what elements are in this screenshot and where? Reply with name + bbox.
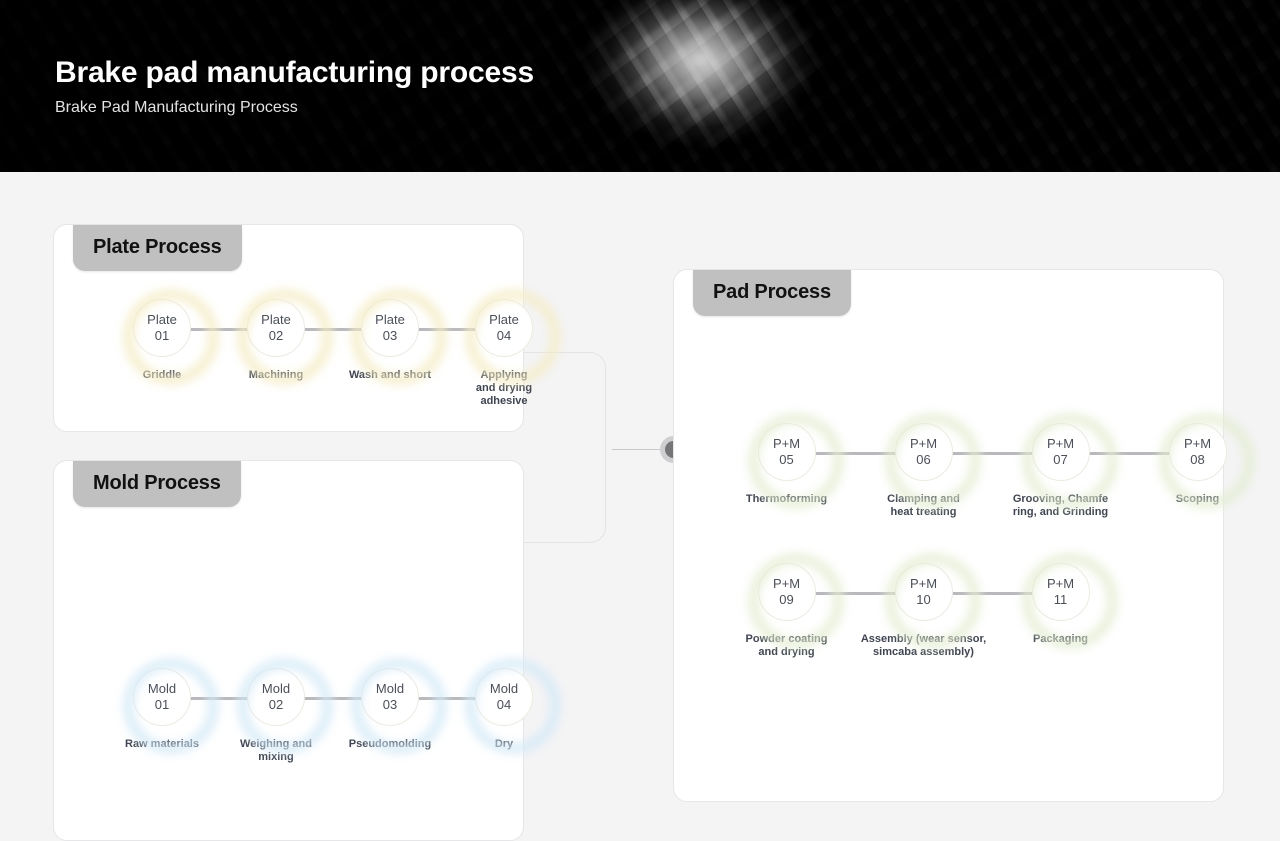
card-plate-process-header: Plate Process	[73, 225, 242, 271]
flow-node-circle: P+M 10	[894, 563, 953, 621]
flow-node-code-prefix: Mold	[489, 681, 519, 696]
flow-node-circle: P+M 11	[1031, 563, 1090, 621]
flow-node-pad-08[interactable]: P+M 08 Scoping	[1061, 423, 1266, 519]
flow-node-code-number: 10	[916, 592, 931, 607]
flow-node-code-number: 09	[779, 592, 794, 607]
flow-node-circle: Plate 04	[475, 299, 533, 357]
flow-node-code-prefix: P+M	[909, 436, 938, 451]
flow-node-circle: P+M 06	[894, 423, 953, 481]
flow-node-circle: P+M 09	[757, 563, 816, 621]
flow-node-pad-10[interactable]: P+M 10 Assembly (wear sensor, simcaba as…	[787, 563, 992, 659]
flow-node-circle: P+M 05	[757, 423, 816, 481]
header-scrim	[0, 0, 1280, 172]
flow-node-code-prefix: P+M	[772, 436, 801, 451]
flow-node-code-prefix: Plate	[375, 312, 405, 327]
flow-node-code-number: 01	[154, 697, 170, 712]
flow-node-circle: P+M 08	[1168, 423, 1227, 481]
flow-node-code-prefix: Mold	[375, 681, 405, 696]
header-text-block: Brake pad manufacturing process Brake Pa…	[55, 54, 534, 118]
card-mold-process[interactable]: Mold Process Mold 01 Raw materials Mold …	[53, 460, 533, 841]
diagram-canvas: Plate Process Plate 01 Griddle Plate 02 …	[0, 172, 1280, 841]
flow-node-code-number: 02	[268, 328, 284, 343]
flow-node-code-prefix: Plate	[261, 312, 291, 327]
flow-node-code-prefix: P+M	[1046, 576, 1075, 591]
flow-node-circle: Mold 01	[133, 668, 191, 726]
flow-node-plate-03[interactable]: Plate 03 Wash and short	[276, 299, 447, 408]
flow-node-code-prefix: Plate	[489, 312, 519, 327]
flow-node-plate-02[interactable]: Plate 02 Machining	[162, 299, 333, 408]
flow-node-pad-11[interactable]: P+M 11 Packaging	[924, 563, 1129, 659]
flow-node-code-number: 11	[1053, 592, 1068, 607]
card-pad-process-title: Pad Process	[713, 281, 831, 303]
card-pad-process[interactable]: Pad Process P+M 05 Thermoforming P+M 06 …	[673, 269, 1227, 802]
flow-node-circle: Plate 02	[247, 299, 305, 357]
flow-node-pad-05[interactable]: P+M 05 Thermoforming	[718, 423, 855, 519]
page-header: Brake pad manufacturing process Brake Pa…	[0, 0, 1280, 172]
flow-node-code-number: 06	[916, 452, 931, 467]
flow-node-circle: P+M 07	[1031, 423, 1090, 481]
flow-node-mold-03[interactable]: Mold 03 Pseudomolding	[276, 668, 447, 764]
card-plate-process[interactable]: Plate Process Plate 01 Griddle Plate 02 …	[53, 224, 533, 432]
flow-node-circle: Mold 02	[247, 668, 305, 726]
card-mold-process-title: Mold Process	[93, 472, 221, 494]
flow-node-circle: Mold 04	[475, 668, 533, 726]
flow-node-circle: Plate 01	[133, 299, 191, 357]
flow-node-pad-09[interactable]: P+M 09 Powder coating and drying	[718, 563, 855, 659]
flow-node-code-prefix: P+M	[1183, 436, 1212, 451]
flow-node-code-number: 03	[382, 328, 398, 343]
card-mold-process-header: Mold Process	[73, 461, 241, 507]
flow-node-code-prefix: P+M	[909, 576, 938, 591]
flow-node-mold-04[interactable]: Mold 04 Dry	[390, 668, 561, 764]
flow-node-code-number: 04	[496, 328, 512, 343]
flow-node-label: Assembly (wear sensor, simcaba assembly)	[860, 633, 987, 658]
plate-process-flow-row: Plate 01 Griddle Plate 02 Machining Plat…	[105, 299, 561, 408]
flow-node-code-number: 08	[1190, 452, 1205, 467]
flow-node-code-prefix: Mold	[261, 681, 291, 696]
flow-node-plate-01[interactable]: Plate 01 Griddle	[105, 299, 219, 408]
flow-node-code-number: 05	[779, 452, 794, 467]
pad-process-flow-row-2: P+M 09 Powder coating and drying P+M 10 …	[718, 563, 1129, 659]
mold-process-flow-row: Mold 01 Raw materials Mold 02 Weighing a…	[105, 668, 561, 764]
flow-node-code-prefix: Plate	[147, 312, 177, 327]
flow-node-plate-04[interactable]: Plate 04 Applying and drying adhesive	[390, 299, 561, 408]
flow-node-circle: Plate 03	[361, 299, 419, 357]
flow-node-pad-06[interactable]: P+M 06 Clamping and heat treating	[787, 423, 992, 519]
flow-node-circle: Mold 03	[361, 668, 419, 726]
pad-process-flow-row-1: P+M 05 Thermoforming P+M 06 Clamping and…	[718, 423, 1266, 519]
flow-node-code-number: 04	[496, 697, 512, 712]
process-connector-line	[612, 449, 666, 450]
flow-node-code-number: 02	[268, 697, 284, 712]
flow-node-code-number: 03	[382, 697, 398, 712]
flow-node-code-number: 07	[1053, 452, 1068, 467]
page-subtitle: Brake Pad Manufacturing Process	[55, 99, 298, 116]
flow-node-code-prefix: Mold	[147, 681, 177, 696]
flow-node-mold-02[interactable]: Mold 02 Weighing and mixing	[162, 668, 333, 764]
page-title: Brake pad manufacturing process	[55, 56, 534, 89]
flow-node-mold-01[interactable]: Mold 01 Raw materials	[105, 668, 219, 764]
card-plate-process-title: Plate Process	[93, 236, 222, 258]
flow-node-code-number: 01	[154, 328, 170, 343]
flow-node-code-prefix: P+M	[1046, 436, 1075, 451]
card-pad-process-header: Pad Process	[693, 270, 851, 316]
flow-node-pad-07[interactable]: P+M 07 Grooving, Chamfe ring, and Grindi…	[924, 423, 1129, 519]
flow-node-code-prefix: P+M	[772, 576, 801, 591]
